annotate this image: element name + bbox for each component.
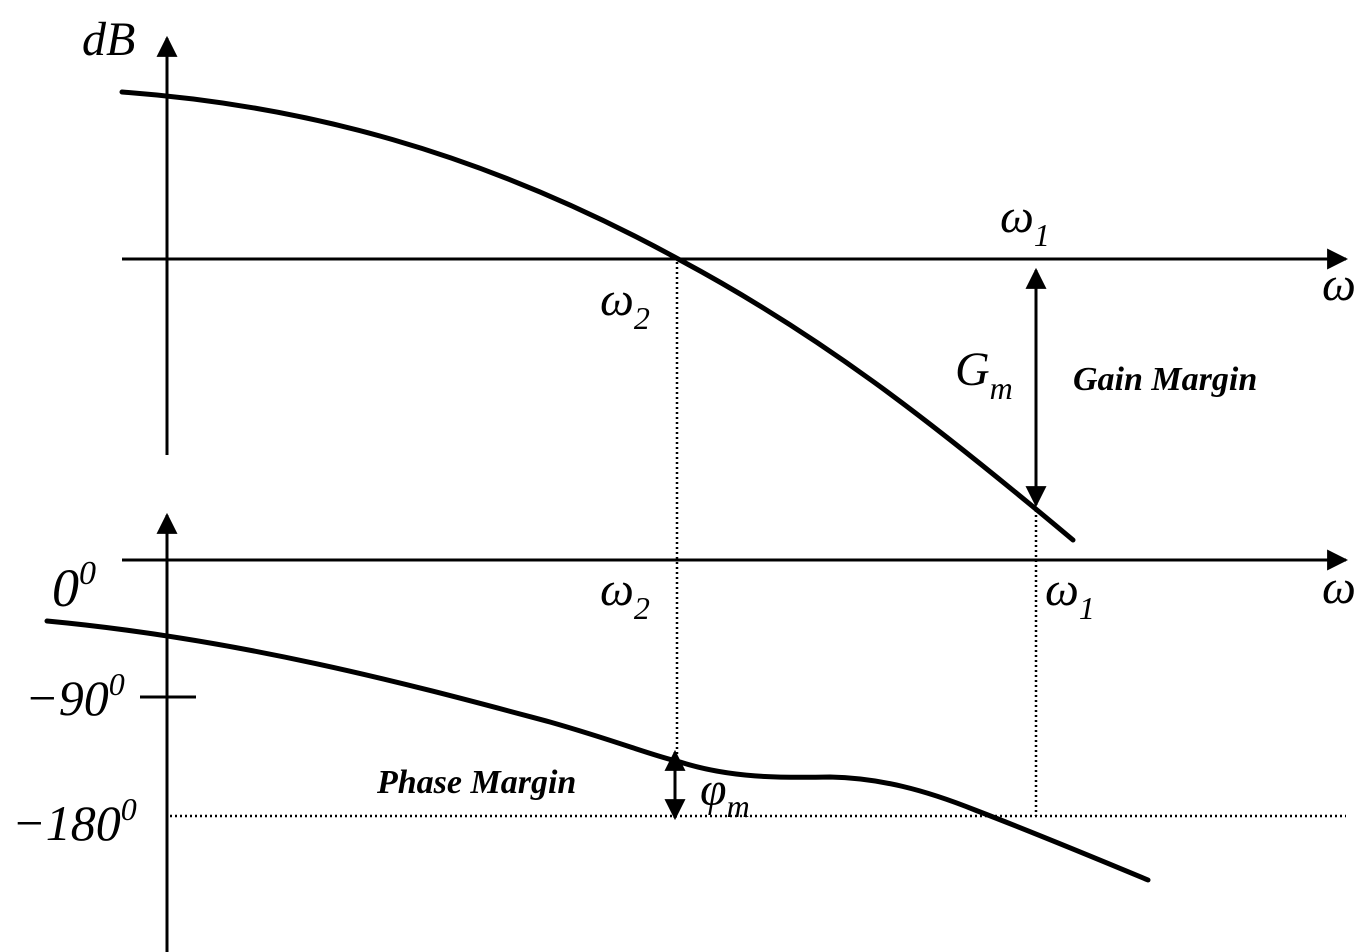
phase-omega2-label: ω2 xyxy=(600,563,650,626)
phase-curve xyxy=(44,618,1151,883)
magnitude-omega-axis-label: ω xyxy=(1322,258,1356,311)
phase-omega-axis-label: ω xyxy=(1322,561,1356,614)
minus90-degree-label: −900 xyxy=(25,666,125,726)
gain-margin-text: Gain Margin xyxy=(1073,361,1257,398)
phase-omega1-label: ω1 xyxy=(1045,563,1095,626)
phase-margin-text: Phase Margin xyxy=(376,764,576,801)
db-axis-label: dB xyxy=(82,13,135,66)
phase-margin-symbol: φm xyxy=(700,763,750,824)
minus180-degree-label: −1800 xyxy=(12,791,137,851)
gain-margin-symbol: Gm xyxy=(955,343,1013,406)
magnitude-omega1-label: ω1 xyxy=(1000,190,1050,253)
magnitude-omega2-label: ω2 xyxy=(600,273,650,336)
zero-degree-label: 00 xyxy=(52,555,96,618)
magnitude-plot: dB ω ω2 ω1 Gm Gain Margin xyxy=(82,13,1356,755)
phase-plot: 00 −900 −1800 ω ω2 ω1 φm Phase Margin xyxy=(12,510,1356,952)
magnitude-curve xyxy=(119,89,1076,543)
